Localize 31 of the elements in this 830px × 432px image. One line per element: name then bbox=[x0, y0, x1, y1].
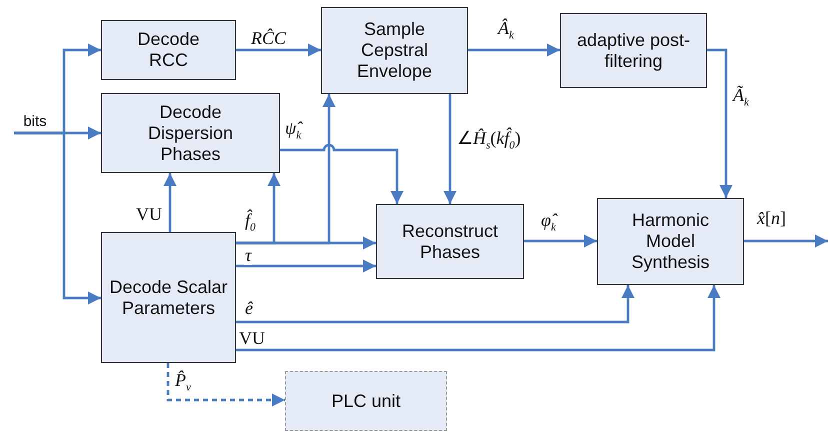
arrow bbox=[236, 285, 634, 324]
arrow bbox=[744, 234, 828, 248]
arrow bbox=[166, 363, 285, 406]
arrow bbox=[164, 173, 176, 232]
process-box bbox=[597, 198, 744, 285]
arrow bbox=[707, 48, 732, 198]
process-box bbox=[101, 93, 280, 173]
process-box bbox=[321, 7, 468, 94]
box-label: PLC unit bbox=[331, 390, 401, 412]
process-box bbox=[101, 232, 236, 363]
arrow bbox=[444, 94, 456, 204]
optional-unit-box bbox=[285, 371, 447, 431]
arrow bbox=[236, 285, 720, 352]
box-label: Sample Cepstral Envelope bbox=[356, 19, 434, 82]
box-label: Decode Dispersion Phases bbox=[146, 102, 234, 164]
input-label: bits bbox=[23, 112, 47, 132]
process-box bbox=[101, 20, 236, 80]
box-label: Decode RCC bbox=[136, 29, 201, 71]
arrow bbox=[236, 44, 321, 56]
arrow bbox=[14, 132, 101, 304]
arrow bbox=[524, 234, 597, 248]
process-box bbox=[560, 13, 707, 88]
arrow bbox=[236, 236, 376, 250]
box-label: Reconstruct Phases bbox=[400, 220, 500, 262]
box-label: Decode Scalar Parameters bbox=[108, 276, 228, 318]
arrow bbox=[468, 44, 560, 56]
process-box bbox=[376, 204, 524, 279]
box-label: adaptive post-filtering bbox=[576, 30, 692, 72]
arrow bbox=[280, 144, 404, 204]
arrow bbox=[236, 260, 376, 272]
box-label: Harmonic Model Synthesis bbox=[630, 210, 711, 273]
